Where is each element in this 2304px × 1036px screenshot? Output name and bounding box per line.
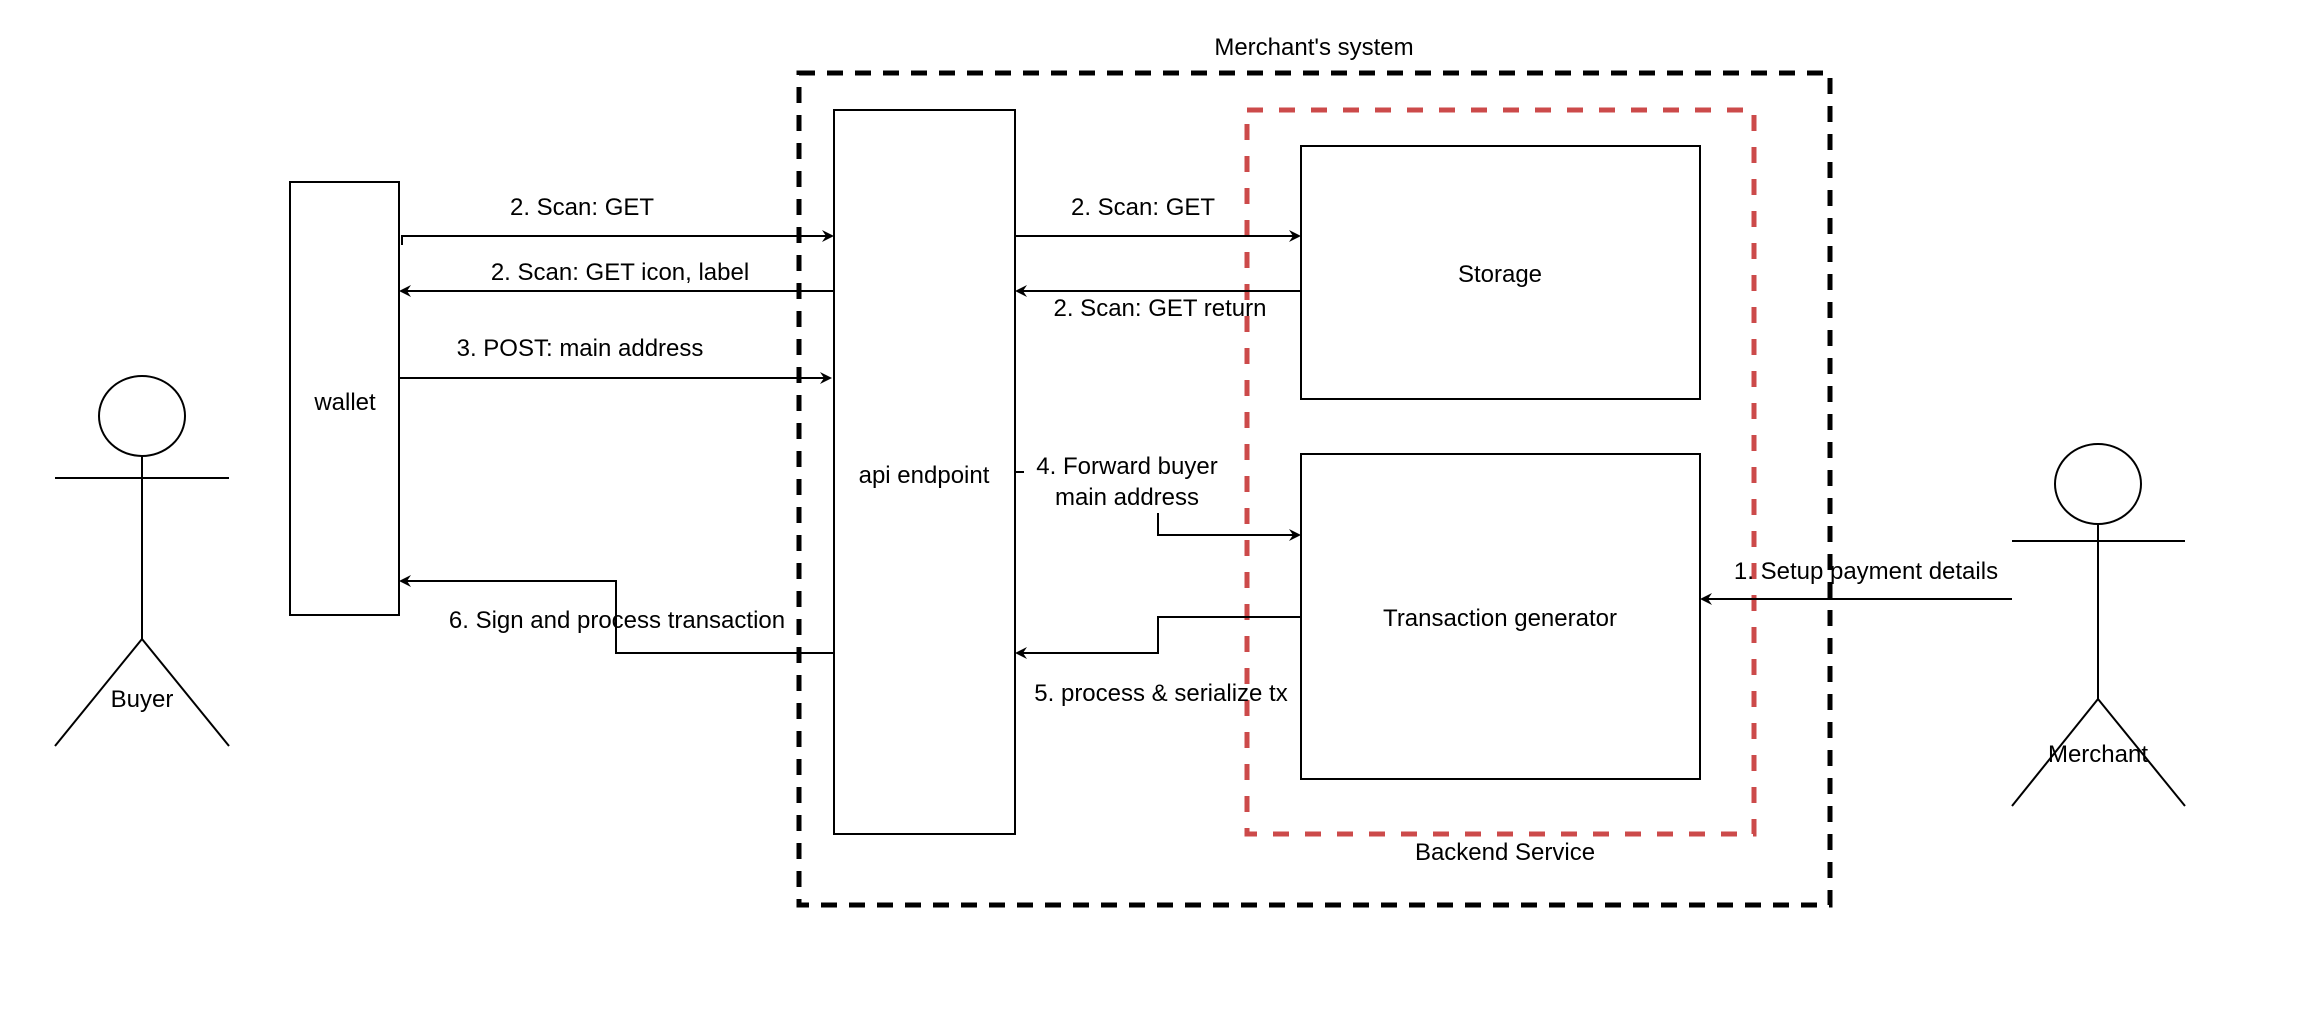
edge-label-wallet-scan-get: 2. Scan: GET	[510, 194, 654, 221]
merchant-actor-icon	[2011, 443, 2186, 807]
arrow-wallet-scan-get	[401, 230, 834, 245]
arrow-process-serialize	[1015, 616, 1301, 659]
buyer-label: Buyer	[111, 686, 174, 713]
edge-label-process-serialize: 5. process & serialize tx	[1034, 680, 1287, 707]
backend-service-label: Backend Service	[1415, 839, 1595, 866]
arrow-forward-address	[1015, 471, 1299, 535]
edge-label-forward-line2: main address	[1055, 484, 1199, 511]
api-endpoint-label: api endpoint	[859, 462, 990, 489]
edge-label-storage-return: 2. Scan: GET return	[1054, 295, 1267, 322]
wallet-box[interactable]	[289, 181, 400, 616]
merchant-system-label: Merchant's system	[1214, 34, 1413, 61]
storage-label: Storage	[1458, 261, 1542, 288]
api-endpoint-box[interactable]	[833, 109, 1016, 835]
buyer-actor-icon	[54, 375, 230, 747]
wallet-label: wallet	[313, 389, 376, 416]
merchant-system-container	[796, 70, 1833, 908]
edge-label-wallet-post: 3. POST: main address	[457, 335, 704, 362]
edge-label-api-icon-label: 2. Scan: GET icon, label	[491, 259, 749, 286]
edge-label-api-storage-get: 2. Scan: GET	[1071, 194, 1215, 221]
merchant-label: Merchant	[2048, 741, 2148, 768]
edge-label-sign-process: 6. Sign and process transaction	[449, 607, 785, 634]
edge-label-setup-payment: 1. Setup payment details	[1734, 558, 1998, 585]
transaction-generator-box[interactable]	[1300, 453, 1701, 780]
backend-service-container	[1244, 107, 1757, 837]
edge-label-forward-line1: 4. Forward buyer	[1036, 453, 1217, 480]
transaction-generator-label: Transaction generator	[1383, 605, 1617, 632]
storage-box[interactable]	[1300, 145, 1701, 400]
arrow-sign-process	[399, 575, 834, 654]
